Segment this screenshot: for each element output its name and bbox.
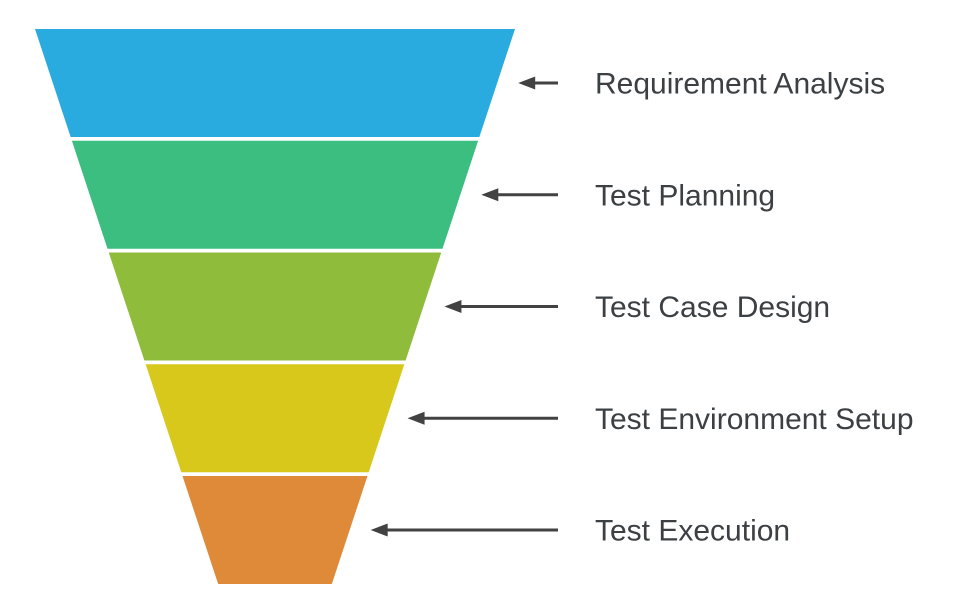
funnel-segment-requirement-analysis bbox=[35, 29, 515, 137]
left-arrowhead-icon bbox=[407, 411, 425, 425]
left-arrowhead-icon bbox=[518, 76, 536, 90]
funnel-segment-test-environment-setup bbox=[145, 364, 405, 473]
stage-label-test-case-design: Test Case Design bbox=[595, 291, 830, 324]
left-arrowhead-icon bbox=[481, 188, 499, 202]
funnel-segment-test-execution bbox=[182, 476, 368, 584]
left-arrowhead-icon bbox=[444, 300, 462, 313]
stage-label-test-environment-setup: Test Environment Setup bbox=[595, 403, 914, 436]
stage-label-test-execution: Test Execution bbox=[595, 515, 790, 548]
stage-label-test-planning: Test Planning bbox=[595, 179, 775, 212]
stage-label-requirement-analysis: Requirement Analysis bbox=[595, 68, 885, 101]
funnel-segment-test-case-design bbox=[108, 252, 442, 361]
funnel-segment-test-planning bbox=[71, 140, 479, 249]
left-arrowhead-icon bbox=[370, 523, 388, 537]
